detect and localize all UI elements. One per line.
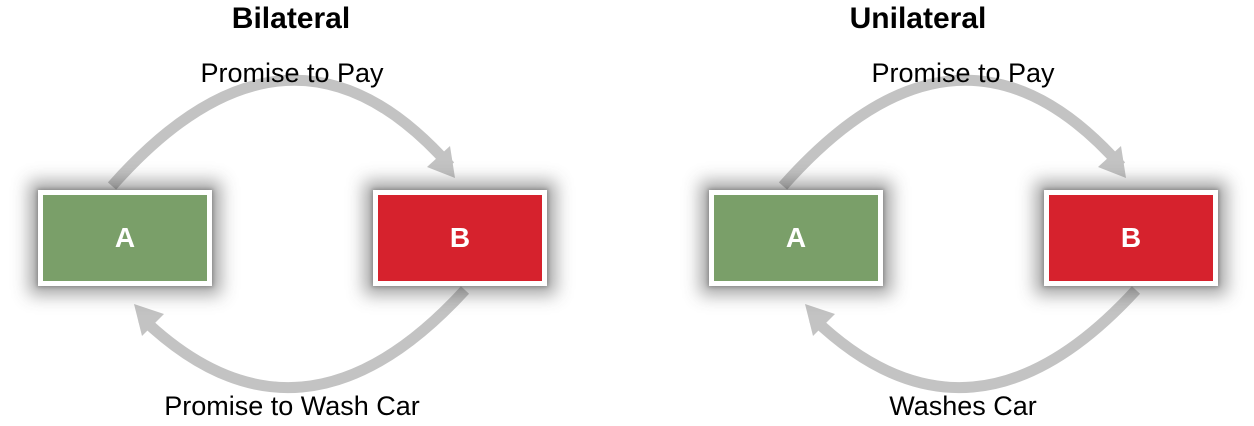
top-arrow-label: Promise to Pay — [200, 58, 384, 88]
top-arrow-head — [1098, 146, 1126, 178]
diagram-title: Unilateral — [849, 2, 987, 35]
party-b-label: B — [1120, 222, 1142, 253]
top-arrow — [107, 74, 455, 190]
bottom-arrow-label: Washes Car — [889, 391, 1037, 421]
bilateral-diagram: Bilateral Promise to Pay Promise to Wash… — [38, 2, 547, 421]
bottom-arrow — [138, 286, 470, 393]
party-a-box: A — [709, 190, 883, 286]
party-a-box: A — [38, 190, 212, 286]
diagram-title: Bilateral — [231, 2, 351, 35]
arrows — [778, 74, 1141, 393]
bottom-arrow-head — [134, 304, 164, 336]
bottom-arrow — [809, 286, 1141, 393]
bottom-arrow-label: Promise to Wash Car — [164, 391, 420, 421]
party-b-box: B — [373, 190, 547, 286]
party-b-label: B — [449, 222, 471, 253]
top-arrow-label: Promise to Pay — [871, 58, 1055, 88]
arrows — [107, 74, 470, 393]
party-a-label: A — [114, 222, 136, 253]
unilateral-diagram: Unilateral Promise to Pay Washes Car A B — [627, 0, 1254, 426]
bottom-arrow-head — [805, 304, 835, 336]
party-a-label: A — [785, 222, 807, 253]
top-arrow-head — [427, 146, 455, 178]
top-arrow — [778, 74, 1126, 190]
party-b-box: B — [1044, 190, 1218, 286]
